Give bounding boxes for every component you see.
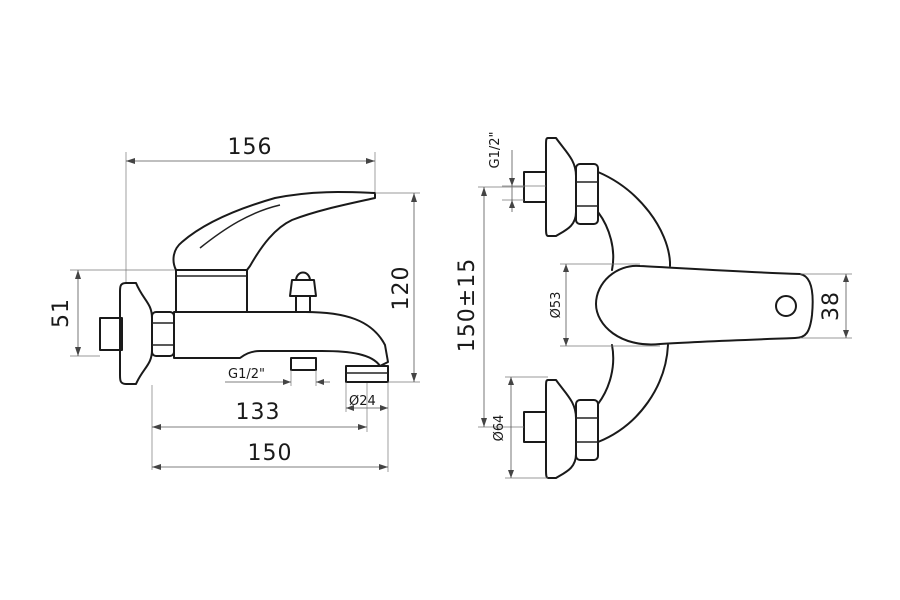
dim-flange-diameter: Ø64 bbox=[492, 415, 507, 442]
dim-height: 120 bbox=[389, 266, 414, 311]
front-upper-nut bbox=[575, 163, 599, 225]
side-wall-flange bbox=[119, 282, 153, 385]
front-upper-flange bbox=[545, 137, 577, 237]
front-connector-body bbox=[597, 171, 671, 443]
side-diverter-knob bbox=[289, 279, 317, 297]
front-lever-hole bbox=[775, 295, 797, 317]
dim-center-distance: 150±15 bbox=[455, 258, 480, 352]
dim-lever-width: 38 bbox=[819, 291, 844, 321]
side-diverter-stem bbox=[295, 295, 311, 313]
front-handle-lever bbox=[595, 264, 814, 346]
front-view bbox=[523, 137, 814, 479]
front-upper-stub bbox=[523, 171, 547, 203]
side-bottom-outlet bbox=[290, 357, 317, 371]
front-dimensions: G1/2" 150±15 Ø53 Ø64 38 bbox=[455, 132, 852, 479]
side-dimensions: 156 120 51 G1/2" Ø24 bbox=[49, 135, 420, 472]
dim-side-width-total: 156 bbox=[228, 135, 273, 160]
dim-front-thread: G1/2" bbox=[488, 132, 503, 169]
dim-body-length: 150 bbox=[248, 441, 293, 466]
side-hex-nut bbox=[151, 311, 175, 357]
dim-spout-reach: 133 bbox=[236, 400, 281, 425]
side-lever bbox=[172, 191, 376, 271]
front-lower-nut bbox=[575, 399, 599, 461]
front-lower-flange bbox=[545, 379, 577, 479]
front-lower-stub bbox=[523, 411, 547, 443]
side-inlet-stub bbox=[99, 317, 123, 351]
dim-spout-diameter: Ø24 bbox=[349, 394, 376, 409]
side-body bbox=[173, 311, 389, 367]
dim-flange-height: 51 bbox=[49, 298, 74, 328]
dim-inlet-thread: G1/2" bbox=[228, 367, 265, 382]
dim-handle-diameter: Ø53 bbox=[549, 292, 564, 319]
side-view bbox=[99, 191, 389, 385]
side-spout-outlet bbox=[345, 365, 389, 383]
